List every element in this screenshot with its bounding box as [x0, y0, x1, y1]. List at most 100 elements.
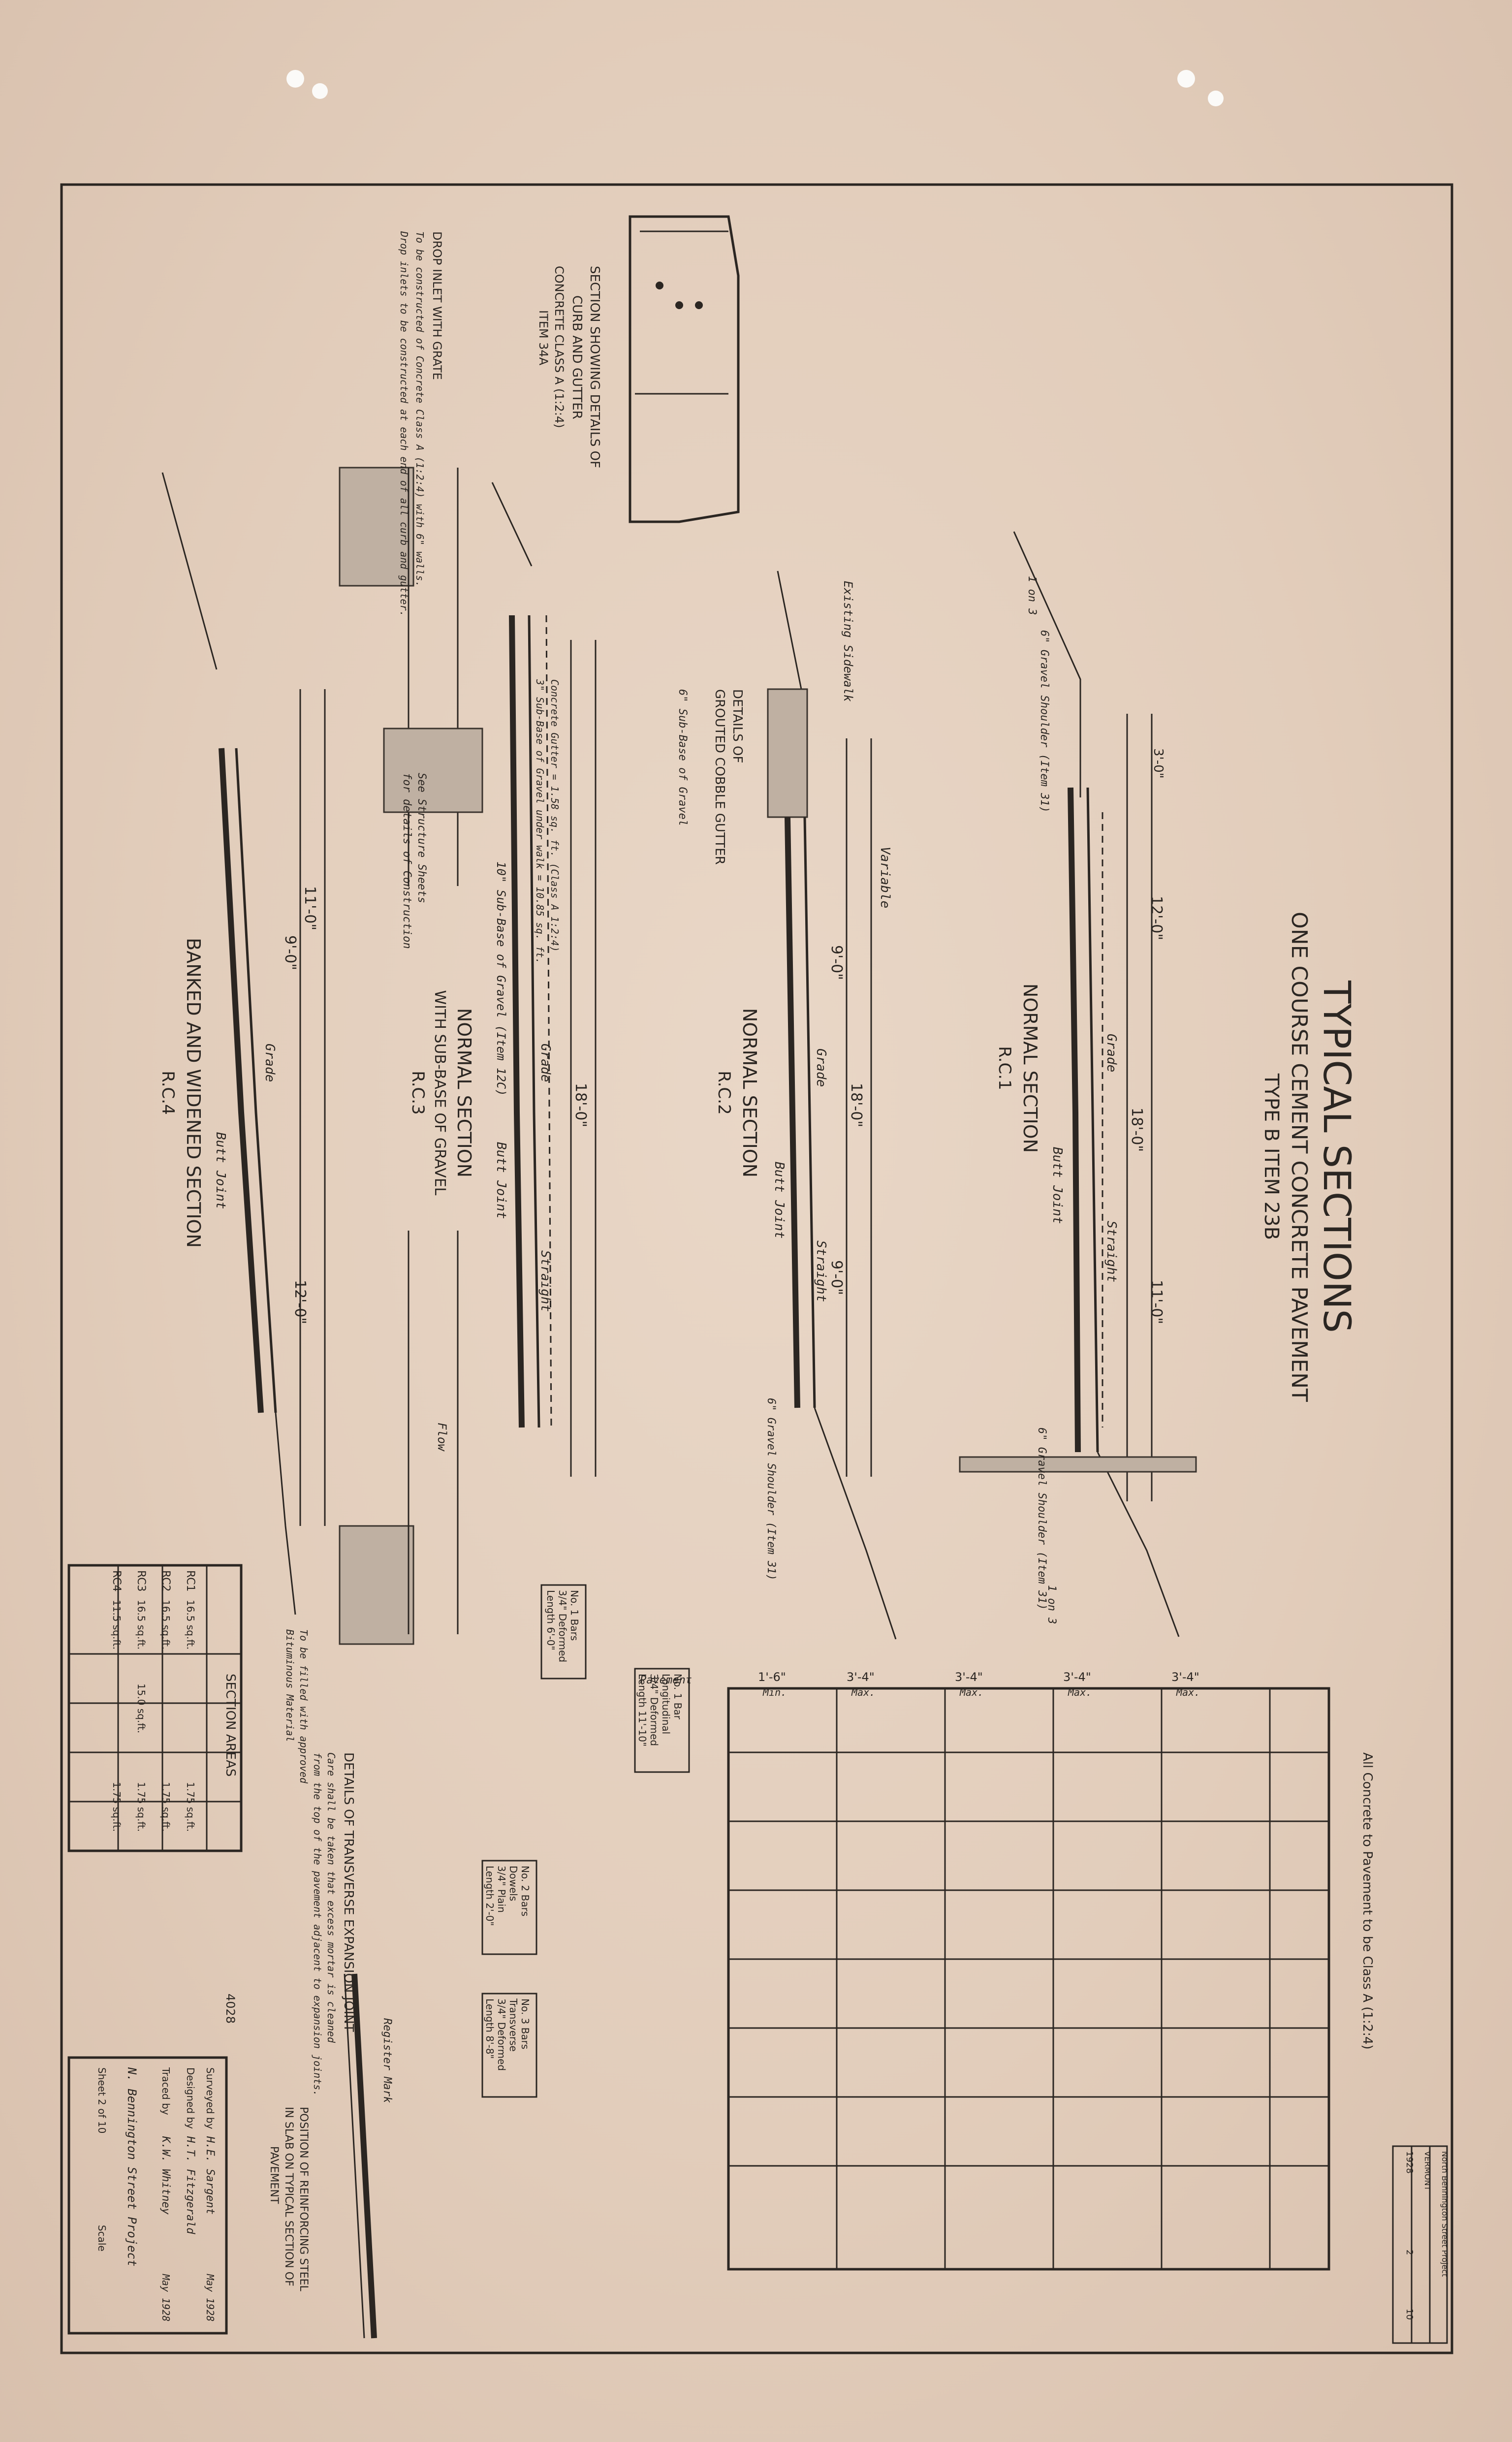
- svg-text:for details of Construction: for details of Construction: [401, 773, 413, 949]
- svg-text:All Concrete to Pavement to be: All Concrete to Pavement to be Class A (…: [1360, 1752, 1375, 2050]
- svg-text:IN SLAB ON TYPICAL SECTION OF: IN SLAB ON TYPICAL SECTION OF: [283, 2107, 295, 2286]
- rc3-code: R.C.3: [408, 1071, 428, 1114]
- dim-1: 1'-6": [758, 1670, 786, 1684]
- sheet-border: [60, 183, 1453, 2354]
- joint-fill-note: To be filled with approved Bituminous Ma…: [284, 1629, 310, 1784]
- bar-no1-2: 3/4" Deformed: [557, 1590, 568, 1662]
- svg-text:1928: 1928: [1404, 2151, 1415, 2174]
- rc1-straight: Straight: [1104, 1221, 1119, 1282]
- curb-note-title: SECTION SHOWING DETAILS OF: [587, 266, 602, 468]
- drawing-subtitle: ONE COURSE CEMENT CONCRETE PAVEMENT: [1287, 912, 1312, 1402]
- svg-text:VERMONT: VERMONT: [1423, 2151, 1432, 2191]
- corner-block: North Bennington Street Project VERMONT …: [1392, 2145, 1449, 2344]
- bar-no3-3: 3/4" Deformed: [496, 1998, 507, 2071]
- rc2-straight: Straight: [814, 1240, 828, 1302]
- svg-text:10: 10: [1404, 2309, 1415, 2320]
- punch-holes: [286, 70, 1224, 106]
- rc1-gravel-right: 6" Gravel Shoulder (Item 31): [1036, 1427, 1048, 1610]
- rc3-flow: Flow: [435, 1423, 449, 1452]
- svg-text:H.T. Fitzgerald: H.T. Fitzgerald: [184, 2136, 196, 2234]
- svg-text:16.5 sq.ft.: 16.5 sq.ft.: [185, 1600, 196, 1649]
- dim-5: 3'-4": [1171, 1670, 1199, 1684]
- rc4-right: 12'-0": [291, 1280, 309, 1324]
- rc3-straight: Straight: [538, 1250, 553, 1312]
- rc2-left: 9'-0": [828, 945, 845, 980]
- rc3-butt-joint: Butt Joint: [494, 1142, 508, 1219]
- svg-text:Concrete Gutter = 1.58 sq. ft.: Concrete Gutter = 1.58 sq. ft. (Class A …: [549, 679, 561, 952]
- section-rc2: NORMAL SECTION R.C.2 18'-0" 9'-0" 9'-0" …: [714, 571, 897, 1640]
- svg-text:1.75 sq.ft.: 1.75 sq.ft.: [185, 1782, 196, 1832]
- rc3-subbase: 10" Sub-Base of Gravel (Item 12C): [494, 861, 508, 1096]
- drawing-title: TYPICAL SECTIONS: [1315, 980, 1359, 1333]
- svg-text:15.0 sq.ft.: 15.0 sq.ft.: [135, 1683, 147, 1733]
- svg-text:Care shall be taken that exces: Care shall be taken that excess mortar i…: [325, 1752, 337, 2043]
- svg-text:Designed by: Designed by: [185, 2067, 196, 2129]
- section-rc3: NORMAL SECTION WITH SUB-BASE OF GRAVEL R…: [339, 467, 597, 1645]
- svg-text:RC4: RC4: [110, 1570, 123, 1592]
- rc3-width: 18'-0": [572, 1083, 589, 1127]
- rc3-title: NORMAL SECTION: [453, 1008, 475, 1177]
- svg-text:2: 2: [1404, 2250, 1415, 2255]
- bar-no2-1: No. 2 Bars: [519, 1866, 531, 1916]
- title-block: TYPICAL SECTIONS ONE COURSE CEMENT CONCR…: [1260, 912, 1359, 1402]
- rc1-slope-right: 1 on 3: [1045, 1585, 1058, 1624]
- svg-text:GROUTED COBBLE GUTTER: GROUTED COBBLE GUTTER: [712, 689, 727, 865]
- svg-text:Drop inlets to be constructed: Drop inlets to be constructed at each en…: [398, 231, 410, 617]
- rc1-slope: 1 on 3: [1026, 576, 1038, 615]
- drop-inlet-note: DROP INLET WITH GRATE To be constructed …: [398, 231, 444, 617]
- svg-text:To be constructed of Concrete: To be constructed of Concrete Class A (1…: [414, 231, 426, 587]
- curb-gutter-detail: SECTION SHOWING DETAILS OF CURB AND GUTT…: [536, 215, 740, 523]
- bar-long-4: Length 11'-10": [636, 1674, 648, 1746]
- existing-sidewalk: Existing Sidewalk: [841, 581, 855, 702]
- rc2-code: R.C.2: [714, 1071, 734, 1114]
- bar-long-3: 3/4" Deformed: [648, 1674, 660, 1746]
- svg-text:Scale: Scale: [96, 2225, 108, 2252]
- drawing-type-line: TYPE B ITEM 23B: [1260, 1073, 1283, 1240]
- svg-text:See Structure Sheets: See Structure Sheets: [415, 773, 428, 903]
- rc1-title: NORMAL SECTION: [1019, 983, 1041, 1153]
- areas-title: SECTION AREAS: [223, 1674, 238, 1776]
- rc2-grade: Grade: [814, 1048, 828, 1087]
- svg-text:DETAILS OF: DETAILS OF: [730, 689, 745, 763]
- rc1-butt-joint: Butt Joint: [1050, 1147, 1065, 1224]
- rc1-code: R.C.1: [995, 1046, 1014, 1090]
- bar-long-2: Longitudinal: [660, 1674, 672, 1734]
- svg-text:North Bennington Street Projec: North Bennington Street Project: [1440, 2151, 1449, 2277]
- svg-text:POSITION OF REINFORCING STEEL: POSITION OF REINFORCING STEEL: [297, 2107, 310, 2292]
- dim-3-sub: Max.: [959, 1686, 983, 1698]
- dim-4-sub: Max.: [1068, 1686, 1092, 1698]
- section-areas-table: SECTION AREAS RC1 16.5 sq.ft. 1.75 sq.ft…: [67, 1564, 243, 1852]
- signature-block: Surveyed by H.E. Sargent May 1928 Design…: [67, 1994, 237, 2335]
- bar-no3-1: No. 3 Bars: [519, 1998, 531, 2049]
- rc2-title: NORMAL SECTION: [739, 1008, 760, 1177]
- svg-text:6" Sub-Base of Gravel: 6" Sub-Base of Gravel: [676, 689, 689, 826]
- bar-long-1: No. 1 Bar: [672, 1674, 684, 1720]
- svg-text:from the top of the pavement a: from the top of the pavement adjacent to…: [312, 1752, 323, 2096]
- rc1-half-right: 11'-0": [1148, 1280, 1165, 1324]
- rc2-right: 9'-0": [828, 1260, 845, 1295]
- rc3-subtitle: WITH SUB-BASE OF GRAVEL: [431, 990, 448, 1196]
- svg-text:PAVEMENT: PAVEMENT: [268, 2146, 280, 2204]
- section-rc4: BANKED AND WIDENED SECTION R.C.4 11'-0" …: [158, 472, 326, 1615]
- curb-note-item: ITEM 34A: [536, 310, 550, 366]
- dim-5-sub: Max.: [1176, 1686, 1200, 1698]
- drawing-number: 4028: [223, 1994, 237, 2024]
- svg-text:1.75 sq.ft.: 1.75 sq.ft.: [135, 1782, 147, 1832]
- steel-position: Register Mark POSITION OF REINFORCING ST…: [268, 1973, 393, 2339]
- rc2-butt-joint: Butt Joint: [772, 1162, 787, 1239]
- bar-no3-2: Transverse: [507, 1998, 519, 2052]
- svg-text:Surveyed by: Surveyed by: [204, 2067, 216, 2129]
- rc1-width: 18'-0": [1128, 1108, 1145, 1152]
- dim-3: 3'-4": [955, 1670, 983, 1684]
- bar-no2-4: Length 2'-0": [484, 1866, 496, 1926]
- svg-text:May 1928: May 1928: [160, 2274, 172, 2321]
- bar-no1-1: No. 1 Bars: [568, 1590, 580, 1641]
- dim-4: 3'-4": [1063, 1670, 1091, 1684]
- pavement-label: Pavement: [640, 1674, 692, 1686]
- bar-no2-2: Dowels: [507, 1866, 519, 1901]
- svg-text:Bituminous Material: Bituminous Material: [284, 1629, 296, 1742]
- register-mark: Register Mark: [381, 2018, 393, 2103]
- rc4-title: BANKED AND WIDENED SECTION: [183, 938, 204, 1248]
- rc4-width: 11'-0": [301, 886, 318, 930]
